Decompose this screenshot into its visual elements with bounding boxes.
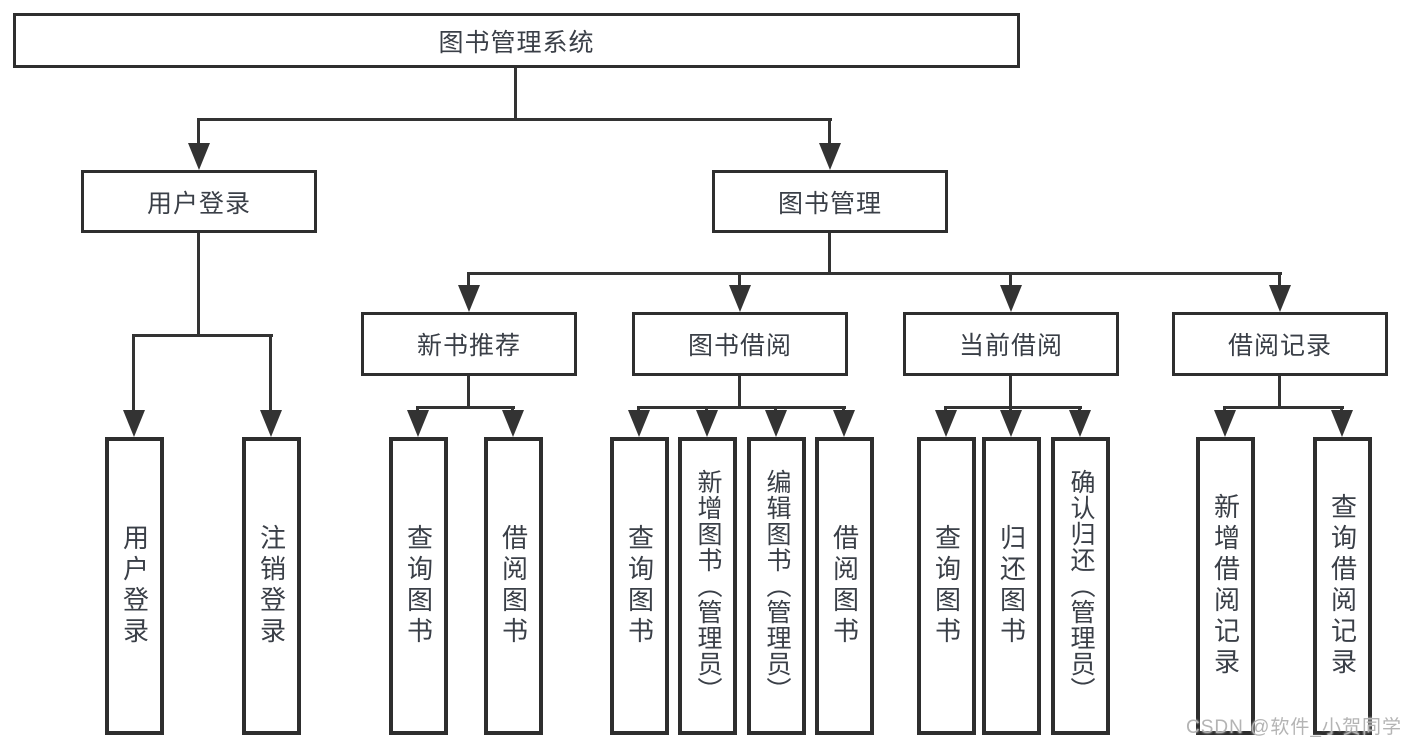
connector-drop xyxy=(842,407,845,412)
leaf-add-book-admin-label: 新增图书（管理员） xyxy=(694,469,722,703)
arrowhead-down xyxy=(502,410,524,437)
connector-branch xyxy=(637,406,846,409)
leaf-borrow-books-label: 借阅图书 xyxy=(829,524,860,648)
leaf-query-borrow-record: 查询借阅记录 xyxy=(1313,437,1372,735)
node-root-label: 图书管理系统 xyxy=(438,28,595,57)
connector-drop xyxy=(1009,273,1012,287)
connector-drop xyxy=(1009,407,1012,412)
node-book-management: 图书管理 xyxy=(712,170,948,233)
leaf-logout-label: 注销登录 xyxy=(256,524,287,648)
arrowhead-down xyxy=(1269,285,1291,312)
node-user-login-label: 用户登录 xyxy=(146,189,251,218)
arrowhead-down xyxy=(260,410,282,437)
arrowhead-down xyxy=(833,410,855,437)
node-root: 图书管理系统 xyxy=(13,13,1020,68)
leaf-logout: 注销登录 xyxy=(242,437,301,735)
leaf-return-book-label: 归还图书 xyxy=(996,524,1027,648)
connector-drop xyxy=(828,119,831,145)
node-borrow-records-label: 借阅记录 xyxy=(1227,332,1332,360)
connector-drop xyxy=(511,407,514,412)
connector-drop xyxy=(1340,407,1343,412)
connector-drop xyxy=(197,119,200,145)
leaf-borrow-books: 借阅图书 xyxy=(815,437,874,735)
connector-stem xyxy=(1278,376,1281,407)
connector-drop xyxy=(705,407,708,412)
connector-drop xyxy=(416,407,419,412)
leaf-query-books-borrow-label: 查询图书 xyxy=(624,524,655,648)
leaf-query-books-current: 查询图书 xyxy=(917,437,976,735)
leaf-edit-book-admin-label: 编辑图书（管理员） xyxy=(763,469,791,703)
leaf-user-login-label: 用户登录 xyxy=(119,524,150,648)
node-user-login: 用户登录 xyxy=(81,170,317,233)
node-book-borrow-label: 图书借阅 xyxy=(687,332,792,360)
node-new-book-recommend-label: 新书推荐 xyxy=(416,332,521,360)
node-borrow-records: 借阅记录 xyxy=(1172,312,1388,376)
connector-stem xyxy=(467,376,470,407)
connector-branch xyxy=(416,406,515,409)
connector-branch xyxy=(467,272,1282,275)
leaf-borrow-books-recommend: 借阅图书 xyxy=(484,437,543,735)
arrowhead-down xyxy=(696,410,718,437)
arrowhead-down xyxy=(628,410,650,437)
connector-branch xyxy=(132,334,273,337)
connector-stem xyxy=(828,233,831,273)
leaf-return-book: 归还图书 xyxy=(982,437,1041,735)
connector-drop xyxy=(269,335,272,412)
connector-drop xyxy=(637,407,640,412)
arrowhead-down xyxy=(935,410,957,437)
leaf-confirm-return-admin-label: 确认归还（管理员） xyxy=(1067,469,1095,703)
connector-drop xyxy=(774,407,777,412)
connector-drop xyxy=(1278,273,1281,287)
node-current-borrow-label: 当前借阅 xyxy=(958,332,1063,360)
arrowhead-down xyxy=(1069,410,1091,437)
arrowhead-down xyxy=(1000,285,1022,312)
leaf-add-book-admin: 新增图书（管理员） xyxy=(678,437,737,735)
connector-branch xyxy=(1223,406,1344,409)
connector-branch xyxy=(197,118,832,121)
connector-drop xyxy=(738,273,741,287)
leaf-add-borrow-record: 新增借阅记录 xyxy=(1196,437,1255,735)
arrowhead-down xyxy=(765,410,787,437)
connector-drop xyxy=(132,335,135,412)
leaf-confirm-return-admin: 确认归还（管理员） xyxy=(1051,437,1110,735)
connector-drop xyxy=(1078,407,1081,412)
arrowhead-down xyxy=(819,143,841,170)
arrowhead-down xyxy=(458,285,480,312)
watermark: CSDN @软件_小贺同学 xyxy=(1186,717,1402,738)
node-book-borrow: 图书借阅 xyxy=(632,312,848,376)
node-book-management-label: 图书管理 xyxy=(777,189,882,218)
connector-stem xyxy=(514,68,517,119)
leaf-edit-book-admin: 编辑图书（管理员） xyxy=(747,437,806,735)
arrowhead-down xyxy=(1000,410,1022,437)
arrowhead-down xyxy=(188,143,210,170)
connector-branch xyxy=(944,406,1082,409)
connector-stem xyxy=(738,376,741,407)
node-current-borrow: 当前借阅 xyxy=(903,312,1119,376)
leaf-query-books-borrow: 查询图书 xyxy=(610,437,669,735)
node-new-book-recommend: 新书推荐 xyxy=(361,312,577,376)
arrowhead-down xyxy=(123,410,145,437)
arrowhead-down xyxy=(729,285,751,312)
leaf-user-login: 用户登录 xyxy=(105,437,164,735)
leaf-borrow-books-recommend-label: 借阅图书 xyxy=(498,524,529,648)
connector-stem xyxy=(1009,376,1012,407)
leaf-query-books-recommend: 查询图书 xyxy=(389,437,448,735)
connector-stem xyxy=(197,233,200,335)
arrowhead-down xyxy=(1331,410,1353,437)
leaf-query-books-recommend-label: 查询图书 xyxy=(403,524,434,648)
arrowhead-down xyxy=(1214,410,1236,437)
connector-drop xyxy=(944,407,947,412)
arrowhead-down xyxy=(407,410,429,437)
connector-drop xyxy=(1223,407,1226,412)
leaf-query-books-current-label: 查询图书 xyxy=(931,524,962,648)
connector-drop xyxy=(467,273,470,287)
leaf-add-borrow-record-label: 新增借阅记录 xyxy=(1210,493,1241,679)
leaf-query-borrow-record-label: 查询借阅记录 xyxy=(1327,493,1358,679)
